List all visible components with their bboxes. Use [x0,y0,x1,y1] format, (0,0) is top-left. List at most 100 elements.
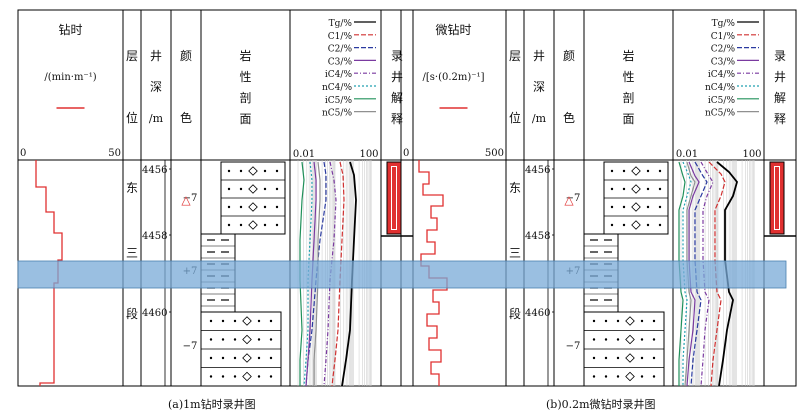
gas-legend-label: nC4/% [322,83,352,93]
gas-legend-label: nC5/% [322,109,352,119]
lithology-dot [622,169,626,173]
gas-curve [716,161,738,387]
lithology-dot [616,338,620,341]
lithology-dot [257,319,261,323]
lithology-diamond [248,202,258,212]
lithology-dot [640,319,644,323]
lithology-dot [275,169,279,173]
lithology-dot [209,356,213,360]
interpretation-header: 井 [391,70,403,84]
lithology-dot [233,375,237,378]
lithology-dot [604,319,608,323]
color-code: −7 [566,341,581,352]
lithology-diamond [242,316,252,326]
gas-curve [341,161,357,387]
lithology-dot [257,375,261,378]
interpretation-header: 录 [774,49,786,63]
lithology-diamond [248,220,258,230]
lithology-dot [646,169,650,173]
gas-legend-label: nC5/% [705,109,735,119]
depth-tick: 4460 [142,308,167,319]
gas-legend-label: C1/% [328,32,353,42]
lithology-dot [646,187,650,191]
gas-curve [684,161,696,387]
lithology-header: 剖 [622,91,634,105]
gas-legend-label: nC4/% [705,83,735,93]
interpretation-core [392,167,396,229]
gas-curve [303,161,313,387]
gas-curve [678,161,686,386]
gas-scale-max: 100 [742,149,761,160]
lithology-header: 性 [239,70,251,84]
formation-label: 东 [509,181,521,195]
time-unit: /[s·(0.2m)⁻¹] [423,72,485,83]
lithology-header: 岩 [239,48,251,63]
lithology-dot [658,223,662,227]
lithology-dot [652,319,656,323]
lithology-dot [592,375,596,378]
depth-tick: 4456 [142,165,167,176]
interpretation-core [775,167,779,229]
lithology-dot [221,375,225,378]
lithology-dot [209,338,213,341]
gas-curve [313,161,321,386]
lithology-dot [257,356,261,360]
lithology-dot [275,223,279,227]
formation-label: 段 [126,306,138,321]
lithology-header: 性 [622,70,634,84]
gas-legend-label: Tg/% [329,19,353,29]
lithology-dot [604,375,608,378]
lithology-dot [263,205,267,209]
lithology-dot [652,375,656,378]
color-code: −7 [566,193,581,204]
color-header: 颜 [180,48,192,63]
lithology-dot [269,356,273,360]
lithology-dot [604,356,608,360]
depth-tick: 4456 [525,165,550,176]
interpretation-header: 录 [391,49,403,63]
gas-scale-max: 100 [359,149,378,160]
gas-curve [299,161,305,386]
lithology-dot [263,187,267,191]
gas-curve [682,161,692,386]
lithology-dot [221,356,225,360]
lithology-dot [227,169,231,173]
gas-legend-label: C1/% [711,32,736,42]
gas-legend-label: C3/% [711,57,736,67]
lithology-dot [209,375,213,378]
formation-label: 三 [126,246,138,260]
depth-header: /m [149,112,164,125]
lithology-dot [616,356,620,360]
depth-header: 深 [533,80,545,94]
depth-tick: 4458 [525,231,550,242]
interpretation-header: 解 [391,91,403,105]
layer-header: 位 [126,110,138,125]
layer-header: 位 [509,110,521,125]
lithology-dot [269,375,273,378]
gas-legend-label: C2/% [328,45,353,55]
lithology-dot [658,169,662,173]
gas-legend-label: iC4/% [325,70,353,80]
lithology-dot [239,205,243,209]
lithology-dot [227,205,231,209]
lithology-diamond [625,371,635,382]
gas-curve [700,161,714,387]
gas-curve [331,161,345,387]
lithology-diamond [625,316,635,326]
time-scale-max: 500 [485,148,504,159]
gas-legend-label: C3/% [328,57,353,67]
lithology-dot [263,169,267,173]
lithology-dot [622,223,626,227]
lithology-dot [646,223,650,227]
lithology-dot [640,375,644,378]
lithology-dot [622,205,626,209]
gas-scale-min: 0.01 [293,149,315,160]
gas-curve [305,161,317,387]
interpretation-header: 释 [391,112,403,126]
lithology-diamond [242,371,252,382]
lithology-dot [233,356,237,360]
depth-header: /m [532,112,547,125]
lithology-dot [227,187,231,191]
